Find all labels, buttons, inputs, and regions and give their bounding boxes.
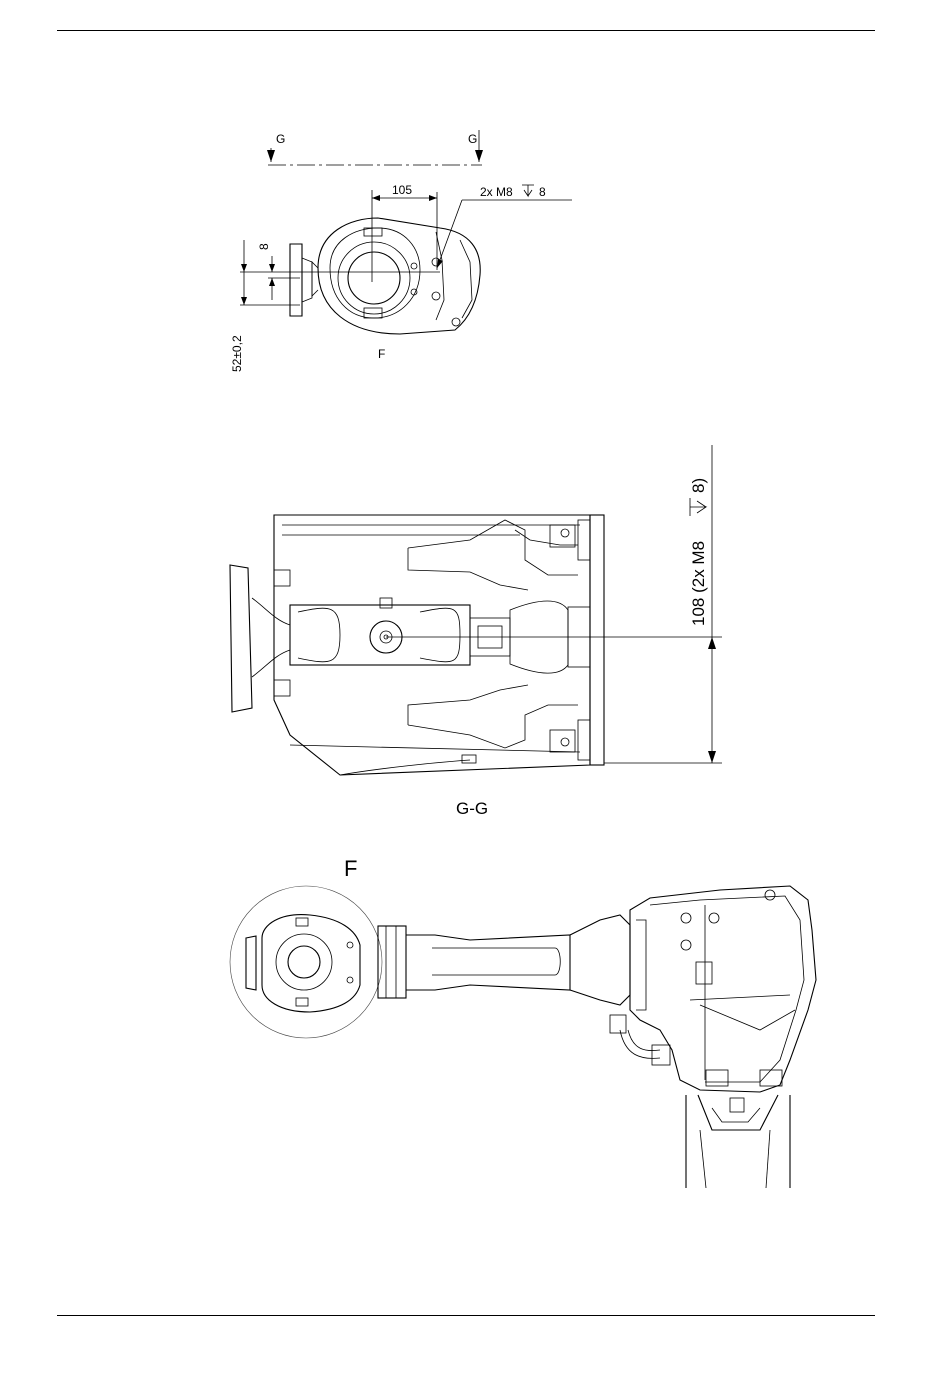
- thread-depth-symbol-2: [690, 498, 706, 516]
- dim-8: 8: [257, 243, 271, 250]
- forearm-tube: [406, 935, 570, 990]
- thread-depth-value: 8: [539, 185, 546, 199]
- detail-view-f: F: [230, 856, 816, 1188]
- lower-arm-joint: [698, 1095, 778, 1130]
- elbow-housing: [630, 886, 816, 1092]
- dim-105: 105: [392, 183, 412, 197]
- section-title-gg: G-G: [456, 799, 488, 818]
- section-arrow-left: [267, 150, 275, 162]
- thread-depth-symbol: [522, 185, 534, 196]
- top-view: G G 105 2x M8: [230, 130, 572, 372]
- section-arrow-right: [475, 150, 483, 162]
- wrist-body-outline: [318, 218, 480, 334]
- thread-callout: 2x M8: [480, 185, 513, 199]
- detail-ref-f: F: [378, 347, 385, 361]
- section-mark-right: G: [468, 132, 477, 146]
- section-mark-left: G: [276, 132, 285, 146]
- wrist-head: [262, 915, 360, 1012]
- wrist-bore: [288, 946, 320, 978]
- section-view-gg: 108 (2x M8 8) G-G: [230, 445, 722, 818]
- tool-flange: [230, 565, 252, 712]
- detail-circle: [230, 886, 382, 1038]
- dim-108-label: 108 (2x M8: [689, 541, 708, 626]
- dim-108-depth: 8): [689, 478, 708, 493]
- detail-title-f: F: [344, 856, 357, 881]
- flange-bore-circle: [348, 252, 400, 304]
- housing-outline: [274, 515, 590, 775]
- rear-flange: [590, 515, 604, 765]
- forearm-cone: [570, 915, 630, 1005]
- dim-52: 52±0,2: [230, 335, 244, 372]
